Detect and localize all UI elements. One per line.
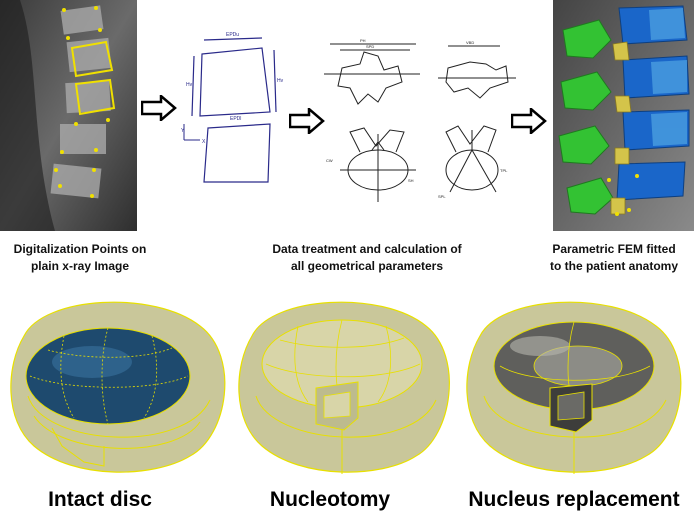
geometry-caption-line-2: all geometrical parameters [290,259,444,273]
svg-text:CW: CW [326,158,333,163]
svg-text:EPDl: EPDl [230,116,241,122]
arrow-right-icon [288,106,325,136]
svg-text:VBD: VBD [466,40,474,45]
fem-caption: Parametric FEM fitted to the patient ana… [534,241,694,275]
nucleotomy-model [232,296,454,480]
svg-text:PH: PH [360,38,366,43]
svg-text:TPL: TPL [500,168,508,173]
svg-text:Y: Y [181,128,185,134]
xray-caption-line-1: Digitalization Points on [13,242,147,256]
nucleus-replacement-model [460,296,686,480]
xray-image [0,0,137,231]
svg-text:X: X [202,139,206,145]
nucleotomy-label: Nucleotomy [269,488,391,511]
fem-caption-line-1: Parametric FEM fitted [552,242,676,256]
intact-disc-model [4,296,230,480]
fem-caption-line-2: to the patient anatomy [549,259,678,273]
svg-text:Hv: Hv [186,82,193,88]
arrow-right-icon [140,93,177,123]
xray-caption-line-2: plain x-ray Image [30,259,130,273]
geometry-sketch: EPDu Hv Hv EPDl Y X [178,32,284,188]
geometry-caption-line-1: Data treatment and calculation of [272,242,462,256]
fem-model-image [553,0,694,231]
svg-text:EPDu: EPDu [226,32,239,38]
nucleus-replacement-label: Nucleus replacement [468,488,680,511]
geometry-caption: Data treatment and calculation of all ge… [252,241,482,275]
svg-text:SH: SH [408,178,414,183]
intact-disc-label: Intact disc [48,488,152,511]
svg-text:SPL: SPL [438,194,446,199]
svg-text:SPD: SPD [366,44,374,49]
svg-text:Hv: Hv [277,78,284,84]
arrow-right-icon [510,106,547,136]
xray-caption: Digitalization Points on plain x-ray Ima… [0,241,160,275]
